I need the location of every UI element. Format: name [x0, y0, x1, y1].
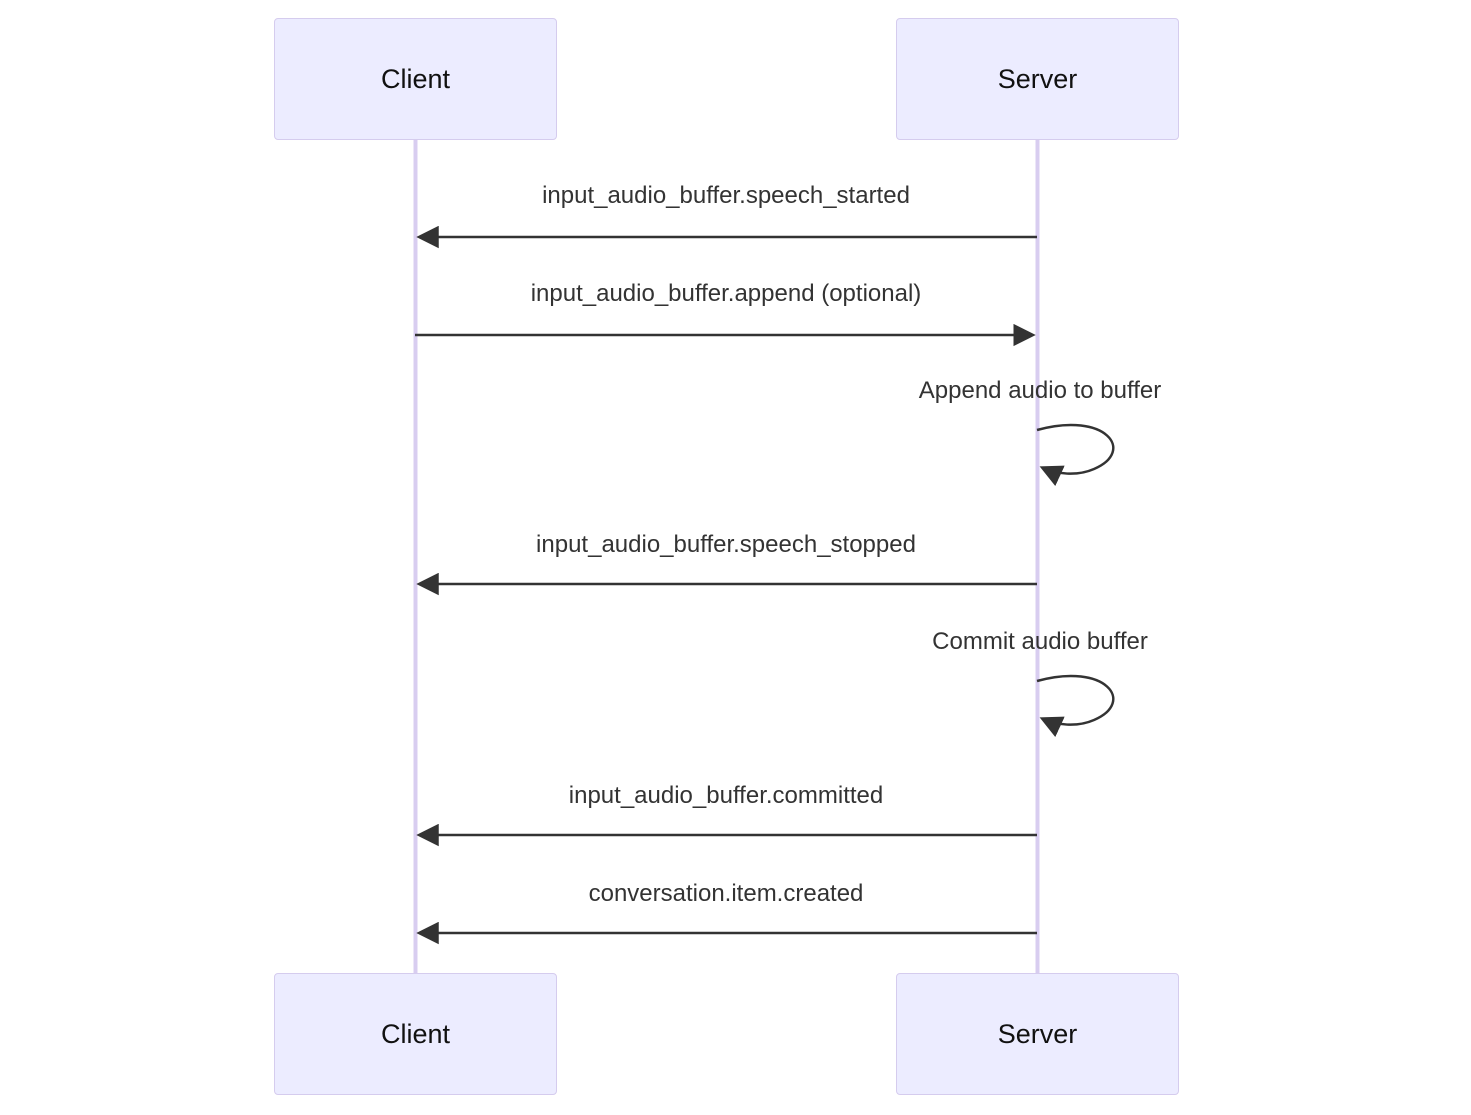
- actor-label-server-bottom: Server: [997, 1018, 1078, 1049]
- message-label-append-audio-to-buffer: Append audio to buffer: [918, 377, 1162, 404]
- message-label-item-created: conversation.item.created: [588, 880, 864, 907]
- actor-label-client-bottom: Client: [380, 1018, 451, 1049]
- message-label-speech-stopped: input_audio_buffer.speech_stopped: [536, 531, 916, 558]
- self-loop-arrow-commit-buffer: [1036, 674, 1115, 738]
- actor-box-client-bottom: Client: [274, 973, 557, 1095]
- message-label-append: input_audio_buffer.append (optional): [530, 280, 922, 307]
- message-label-committed: input_audio_buffer.committed: [568, 782, 884, 809]
- message-label-commit-audio-buffer: Commit audio buffer: [932, 628, 1148, 655]
- message-label-speech-started: input_audio_buffer.speech_started: [542, 182, 910, 209]
- actor-box-server-bottom: Server: [896, 973, 1179, 1095]
- actor-label-client-top: Client: [380, 63, 451, 94]
- self-loop-arrow-append-audio: [1036, 423, 1115, 487]
- actor-label-server-top: Server: [997, 63, 1078, 94]
- actor-box-client-top: Client: [274, 18, 557, 140]
- actor-box-server-top: Server: [896, 18, 1179, 140]
